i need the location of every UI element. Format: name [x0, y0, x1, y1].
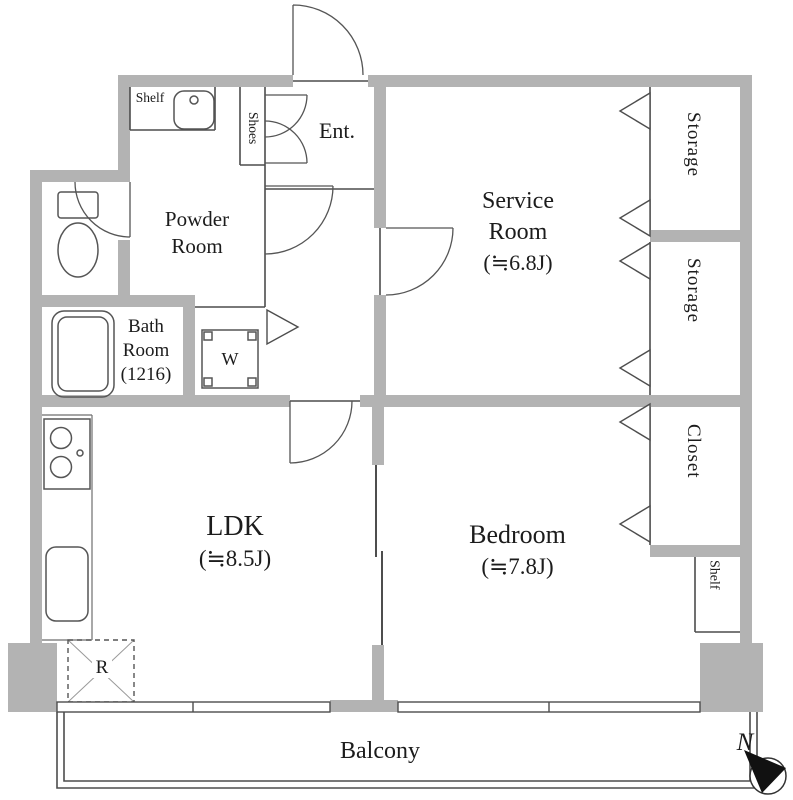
fridge-letter: R [91, 657, 113, 678]
fixtures [43, 90, 259, 622]
stove-icon [43, 418, 91, 490]
compass-north-label: N [736, 729, 754, 756]
compass-needle-icon [744, 750, 787, 795]
shelf-right-label: Shelf [706, 560, 722, 590]
ldk-size: (≒8.5J) [198, 546, 272, 571]
walls [8, 75, 763, 712]
service-room-line1: Service [482, 188, 554, 214]
fridge-label: R [84, 656, 120, 680]
shelf-top-label: Shelf [135, 90, 165, 105]
powder-room-line2: Room [171, 234, 223, 258]
powder-room-label: Powder Room [129, 206, 265, 260]
bedroom-name: Bedroom [469, 520, 566, 549]
ldk-label: LDK (≒8.5J) [155, 510, 315, 574]
storage-top-label: Storage [682, 112, 704, 178]
service-room-size: (≒6.8J) [483, 250, 553, 275]
bath-room-label: Bath Room (1216) [93, 315, 199, 387]
bedroom-size: (≒7.8J) [481, 554, 554, 579]
windows [56, 701, 701, 713]
powder-room-line1: Powder [164, 207, 230, 231]
bath-room-line2: Room [122, 340, 170, 361]
bath-room-size: (1216) [120, 364, 172, 385]
washing-machine-pan-icon [201, 329, 259, 389]
balcony-outline [56, 712, 758, 789]
ldk-name: LDK [206, 511, 264, 542]
balcony-label: Balcony [340, 738, 420, 764]
door-arcs [74, 4, 454, 464]
storage-bottom-label: Storage [682, 258, 704, 324]
sliding-door-markers [266, 91, 651, 544]
entrance-label: Ent. [318, 118, 356, 143]
bedroom-label: Bedroom (≒7.8J) [420, 518, 615, 582]
kitchen-sink-icon [45, 546, 89, 622]
shoes-label: Shoes [245, 111, 261, 145]
toilet-icon [57, 191, 99, 278]
service-room-line2: Room [488, 219, 548, 245]
bath-room-line1: Bath [128, 316, 164, 337]
closet-label: Closet [682, 424, 704, 479]
washbasin-icon [173, 90, 215, 130]
bathtub-icon [51, 310, 115, 398]
washer-label: W [221, 349, 239, 369]
service-room-label: Service Room (≒6.8J) [424, 186, 612, 278]
